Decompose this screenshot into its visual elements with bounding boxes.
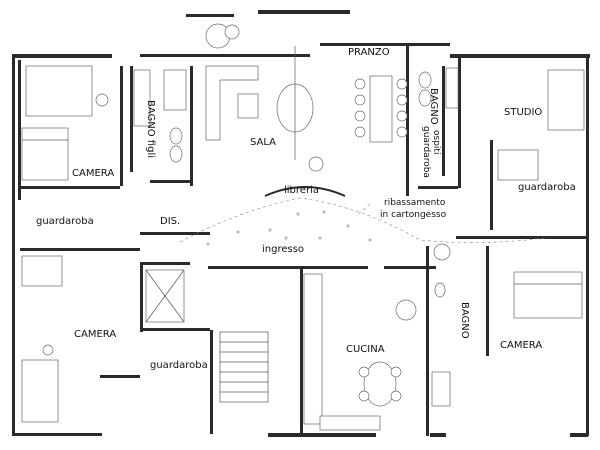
ceiling-spotlights xyxy=(206,210,372,246)
label-camera-bl: CAMERA xyxy=(74,329,116,340)
label-dis: DIS. xyxy=(160,216,180,227)
label-bagno-br: BAGNO xyxy=(459,302,470,339)
label-guardaroba-left: guardaroba xyxy=(36,216,94,227)
label-ribassamento-1: ribassamento xyxy=(384,198,446,208)
label-camera-br: CAMERA xyxy=(500,340,542,351)
label-guardaroba-right: guardaroba xyxy=(518,182,576,193)
label-guardaroba-bl: guardaroba xyxy=(150,360,208,371)
walls xyxy=(12,10,590,437)
label-ribassamento-2: in cartongesso xyxy=(380,210,447,220)
label-camera-tl: CAMERA xyxy=(72,168,114,179)
label-pranzo: PRANZO xyxy=(348,47,390,58)
label-libreria: libreria xyxy=(284,185,319,196)
room-labels: PRANZO SALA libreria BAGNO figli CAMERA … xyxy=(36,47,576,371)
furniture xyxy=(21,23,585,431)
label-cucina: CUCINA xyxy=(346,344,385,355)
label-studio: STUDIO xyxy=(504,107,542,118)
label-ingresso: ingresso xyxy=(262,244,304,255)
label-bagno-figli: BAGNO figli xyxy=(145,100,156,158)
label-guardaroba-ospiti-1: guardaroba xyxy=(421,126,431,178)
label-sala: SALA xyxy=(250,137,276,148)
label-guardaroba-ospiti-2: ospiti xyxy=(431,130,441,154)
label-bagno-top: BAGNO xyxy=(428,88,439,125)
